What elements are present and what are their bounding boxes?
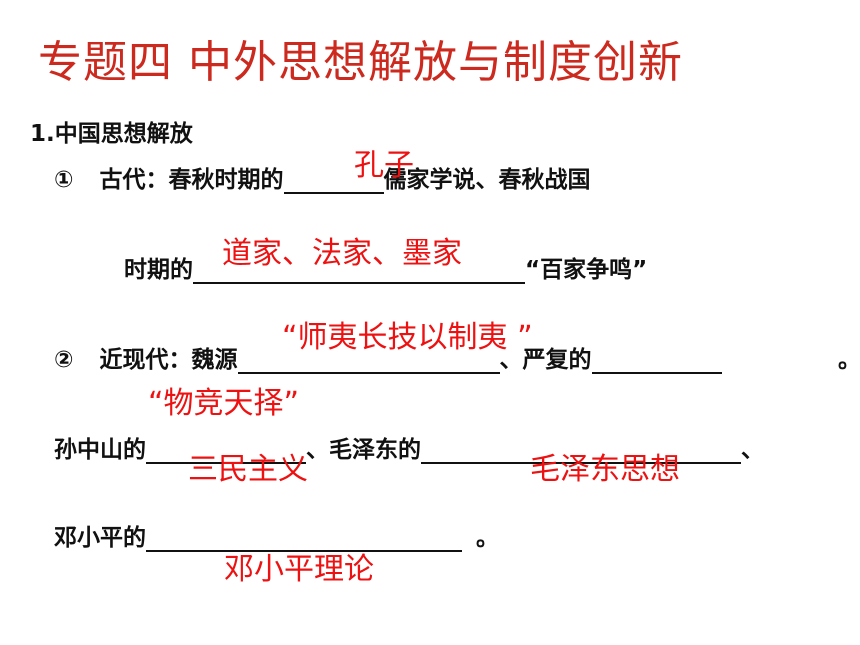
answer-2: 道家、法家、墨家 <box>222 236 462 271</box>
item2-line3-b: 。 <box>476 525 499 551</box>
item1-text-b: 儒家学说、春秋战国 <box>383 167 591 193</box>
item1-line2: 时期的 “百家争鸣” <box>124 250 647 284</box>
item2-marker: ② <box>54 347 74 373</box>
item2-line2: 孙中山的 、毛泽东的 、 <box>54 430 764 464</box>
item1-line1: ① 古代：春秋时期的 儒家学说、春秋战国 <box>54 160 591 194</box>
answer-7: 邓小平理论 <box>224 552 374 587</box>
answer-1: 孔子 <box>354 148 414 183</box>
blank-1 <box>283 168 384 194</box>
item2-text-b: 、严复的 <box>499 347 592 373</box>
blank-4 <box>591 348 722 374</box>
item2-line2-b: 、毛泽东的 <box>306 437 421 463</box>
item2-end-mark: 。 <box>838 347 860 373</box>
blank-3 <box>237 348 500 374</box>
page-title: 专题四 中外思想解放与制度创新 <box>38 37 683 88</box>
item2-line3-a: 邓小平的 <box>54 525 146 551</box>
item1-text-d: “百家争鸣” <box>525 257 648 283</box>
answer-4: “物竞天择” <box>148 386 300 421</box>
item2-text-a: 近现代：魏源 <box>99 347 238 373</box>
blank-2 <box>193 258 525 284</box>
item2-line2-a: 孙中山的 <box>54 437 146 463</box>
item1-marker: ① <box>54 167 74 193</box>
item2-line1: ② 近现代：魏源 、严复的 <box>54 340 722 374</box>
answer-6: 毛泽东思想 <box>530 452 680 487</box>
blank-6 <box>421 438 741 464</box>
answer-5: 三民主义 <box>188 452 308 487</box>
item1-text-a: 古代：春秋时期的 <box>99 167 284 193</box>
item1-text-c: 时期的 <box>124 257 193 283</box>
blank-5 <box>146 438 306 464</box>
answer-3: “师夷长技以制夷 ” <box>282 320 533 355</box>
blank-7 <box>146 526 462 552</box>
item2-line3: 邓小平的 。 <box>54 518 499 552</box>
section-heading: 1.中国思想解放 <box>30 121 193 147</box>
item2-line2-c: 、 <box>741 437 764 463</box>
